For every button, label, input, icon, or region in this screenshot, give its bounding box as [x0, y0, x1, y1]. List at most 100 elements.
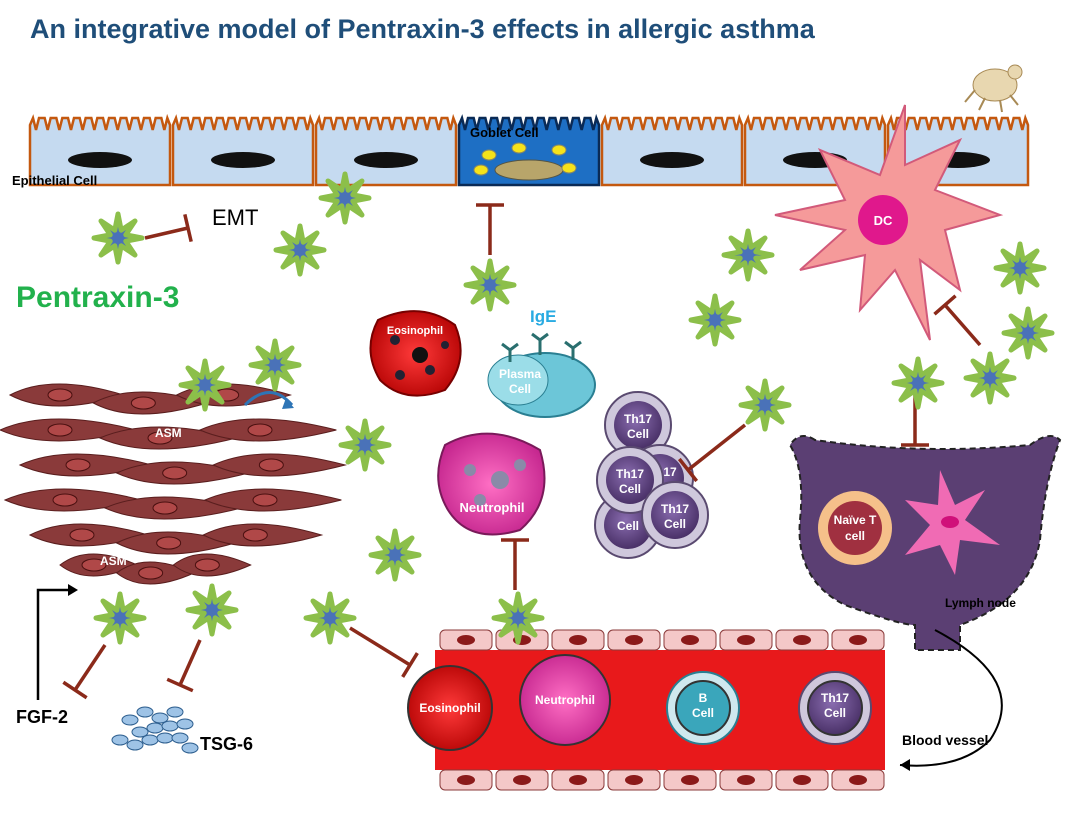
eosinophil-cell: Eosinophil: [369, 310, 462, 397]
smooth-muscle-nucleus: [242, 528, 268, 542]
inhibit-th17-bar: [677, 457, 699, 483]
inhibit-emt-bar: [183, 213, 193, 243]
pentraxin-3-label: Pentraxin-3: [16, 281, 179, 314]
tsg6-molecule: [166, 706, 184, 718]
endothelial-nucleus: [569, 775, 587, 785]
pentraxin-3-shape: [248, 338, 302, 392]
endothelial-nucleus: [849, 775, 867, 785]
blood-vessel-label: Blood vessel: [902, 732, 988, 748]
plasma-cell: Plasma Cell: [487, 332, 596, 418]
endothelial-nucleus: [737, 635, 755, 645]
inhibit-tsg6: [178, 639, 202, 686]
plasma-cell-label-1: Plasma: [499, 367, 541, 381]
pentraxin-3-icon: [318, 171, 372, 225]
th17-body: [614, 401, 662, 449]
pentraxin-3-icon: [993, 241, 1047, 295]
plasma-cell-label-2: Cell: [509, 382, 531, 396]
vessel-eosinophil-body: [407, 665, 493, 751]
endothelial-nucleus: [625, 775, 643, 785]
mucus-granule: [551, 144, 567, 156]
pentraxin-3-shape: [303, 591, 357, 645]
th17-partial-label: 17: [663, 465, 677, 479]
tsg6-molecules: [111, 706, 199, 754]
inhibit-dc-bar: [933, 294, 957, 316]
epithelial-cell-label: Epithelial Cell: [12, 173, 97, 188]
pentraxin-3-icon: [688, 293, 742, 347]
th17-label: Th17: [624, 412, 652, 426]
vessel-th17-label: Cell: [824, 706, 846, 720]
vessel-eosinophil: Eosinophil: [407, 665, 493, 751]
pentraxin-3-shape: [178, 358, 232, 412]
tsg6-molecule: [136, 706, 154, 718]
endothelial-nucleus: [457, 775, 475, 785]
pentraxin-3-molecules: [91, 171, 1055, 645]
diagram-title: An integrative model of Pentraxin-3 effe…: [30, 14, 816, 44]
cell-label: Cell: [664, 517, 686, 531]
neutrophil-label: Neutrophil: [460, 500, 525, 515]
lymph-node-label: Lymph node: [945, 596, 1016, 610]
pentraxin-3-icon: [185, 583, 239, 637]
mucus-granule: [473, 164, 489, 176]
epithelial-nucleus: [68, 152, 132, 168]
cell-label: Cell: [617, 519, 639, 533]
pentraxin-3-shape: [93, 591, 147, 645]
pentraxin-3-shape: [463, 258, 517, 312]
vessel-neutrophil: Neutrophil: [519, 654, 611, 746]
asm-label-bottom: ASM: [100, 554, 127, 568]
mucus-granule: [561, 162, 577, 174]
epithelial-nucleus: [354, 152, 418, 168]
pentraxin-3-shape: [318, 171, 372, 225]
pentraxin-3-icon: [738, 378, 792, 432]
neutrophil-cell: Neutrophil: [437, 432, 546, 536]
endothelial-nucleus: [849, 635, 867, 645]
pentraxin-3-icon: [273, 223, 327, 277]
pentraxin-3-shape: [721, 228, 775, 282]
th17-label: Th17: [616, 467, 644, 481]
smooth-muscle-nucleus: [138, 566, 164, 580]
tsg6-molecule: [151, 712, 169, 724]
arrow-head-icon: [282, 398, 294, 409]
b-cell-label: Cell: [692, 706, 714, 720]
pentraxin-3-icon: [338, 418, 392, 472]
epithelial-nucleus: [640, 152, 704, 168]
naive-t-cell-label-2: cell: [845, 529, 865, 543]
naive-t-cell-label-1: Naïve T: [834, 513, 877, 527]
smooth-muscle-nucleus: [65, 458, 91, 472]
tsg6-molecule: [131, 726, 149, 738]
tsg6-molecule: [111, 734, 129, 746]
endothelial-nucleus: [625, 635, 643, 645]
vessel-eosinophil-label: Eosinophil: [419, 701, 480, 715]
dc-label: DC: [874, 213, 893, 228]
smooth-muscle-nucleus: [81, 558, 107, 572]
goblet-nucleus: [494, 159, 564, 181]
pentraxin-3-icon: [93, 591, 147, 645]
goblet-cell-label: Goblet Cell: [470, 125, 539, 140]
dust-mite-icon: [964, 64, 1023, 113]
pentraxin-3-icon: [491, 591, 545, 645]
ige-label: IgE: [530, 307, 556, 326]
lymph-to-vessel-arrow: [899, 629, 1003, 767]
endothelial-nucleus: [569, 635, 587, 645]
airway-smooth-muscle: [0, 383, 348, 585]
inhibit-fgf2: [73, 644, 107, 691]
pentraxin-3-shape: [273, 223, 327, 277]
epithelial-nucleus: [211, 152, 275, 168]
epithelial-cell: [171, 113, 315, 187]
inhibit-eosinophil-recruitment: [349, 626, 411, 667]
inhibit-emt: [144, 226, 189, 240]
cell-label: Cell: [619, 482, 641, 496]
inhibit-tsg6-bar: [166, 677, 194, 693]
tsg6-molecule: [141, 734, 159, 746]
inhibit-fgf2-bar: [62, 680, 88, 700]
smooth-muscle-nucleus: [252, 493, 278, 507]
tsg6-molecule: [146, 722, 164, 734]
endothelial-nucleus: [793, 775, 811, 785]
pentraxin-3-shape: [338, 418, 392, 472]
epithelial-cell: [28, 113, 172, 187]
